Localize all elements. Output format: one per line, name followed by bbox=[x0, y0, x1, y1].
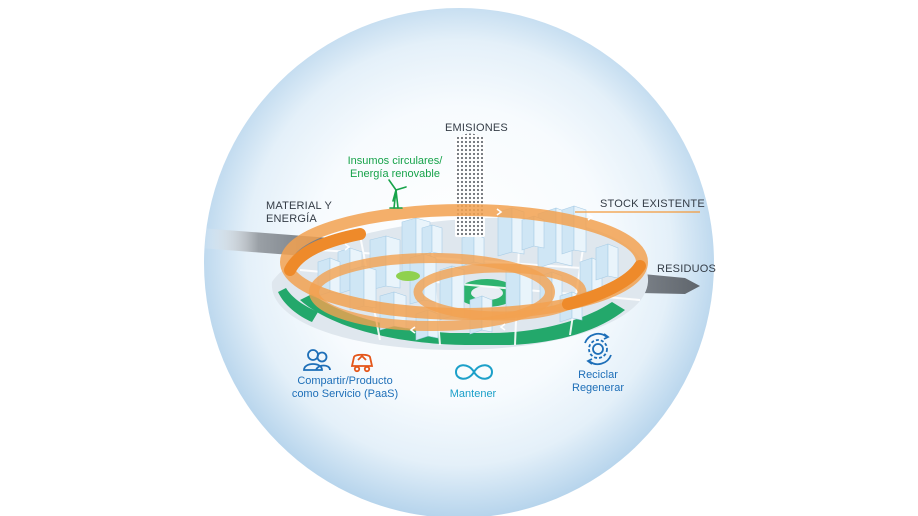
recycle-label: Reciclar Regenerar bbox=[562, 369, 634, 395]
inputs-label-line2: Energía renovable bbox=[350, 168, 440, 180]
material-label-line1: MATERIAL Y bbox=[266, 200, 332, 212]
users-icon bbox=[303, 349, 331, 371]
maintain-label: Mantener bbox=[449, 388, 497, 400]
car-icon bbox=[350, 353, 374, 373]
circular-flow-rings bbox=[280, 204, 648, 331]
park-area-side bbox=[278, 288, 318, 322]
recycle-gear-icon bbox=[584, 332, 612, 366]
recycle-label-line2: Regenerar bbox=[572, 382, 624, 394]
recycle-label-line1: Reciclar bbox=[578, 369, 618, 381]
residuos-label: RESIDUOS bbox=[657, 263, 717, 275]
stock-label: STOCK EXISTENTE bbox=[600, 198, 705, 210]
flow-chevrons bbox=[344, 208, 594, 334]
share-paas-label: Compartir/Producto como Servicio (PaaS) bbox=[282, 375, 408, 401]
material-label-line2: ENERGÍA bbox=[266, 213, 317, 225]
inputs-label: Insumos circulares/ Energía renovable bbox=[340, 155, 450, 181]
share-paas-label-line2: como Servicio (PaaS) bbox=[291, 388, 399, 400]
emissions-label: EMISIONES bbox=[445, 122, 508, 134]
infinity-icon bbox=[454, 364, 494, 380]
material-label: MATERIAL Y ENERGÍA bbox=[266, 200, 332, 226]
green-rooftop bbox=[396, 271, 420, 281]
inputs-label-line1: Insumos circulares/ bbox=[347, 155, 443, 167]
share-paas-label-line1: Compartir/Producto bbox=[297, 375, 393, 387]
emissions-column bbox=[455, 137, 485, 237]
park-area-front bbox=[300, 294, 625, 345]
wind-turbine-icon bbox=[388, 179, 407, 209]
